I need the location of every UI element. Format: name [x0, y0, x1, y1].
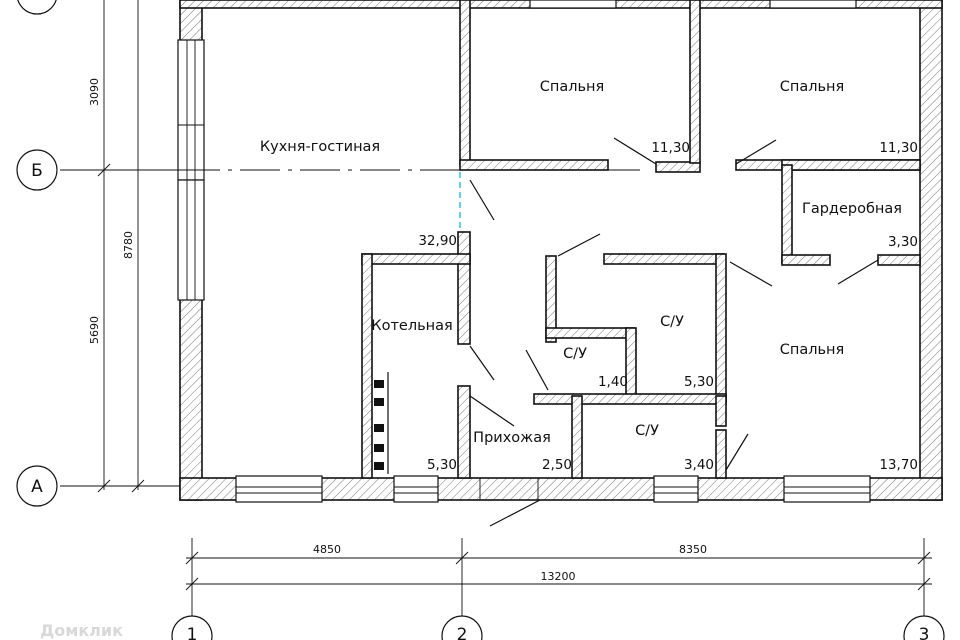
windows-top: [529, 0, 857, 9]
dim-total-vertical: 8780: [122, 231, 135, 259]
windows-left: [177, 39, 205, 301]
window-bedroom1-top: [529, 0, 617, 9]
axis-bubble-col-1: [171, 615, 213, 640]
wall-bath-center-right: [715, 253, 727, 403]
door-kitchen: [469, 179, 495, 221]
wall-boiler-left: [361, 253, 373, 479]
doors: [459, 137, 879, 527]
dim-total-horizontal: 13200: [541, 570, 576, 583]
area-hallway: 2,50: [542, 457, 572, 473]
window-bedroom3-bottom: [783, 475, 871, 503]
interior-walls: [361, 0, 921, 479]
axis-label-col-2: 2: [457, 625, 468, 640]
door-wardrobe: [837, 259, 879, 285]
room-bathroom-3: С/У: [635, 423, 659, 439]
watermark-logo: Домклик: [40, 621, 123, 640]
dim-left-span: 4850: [313, 543, 341, 556]
axis-bubble-row-top: [17, 0, 57, 15]
wall-hall-left-lower: [457, 385, 471, 479]
axis-label-row-top: В: [31, 0, 43, 5]
door-hallway-inner: [469, 395, 515, 427]
wall-bedroom1-bottom: [459, 159, 609, 171]
axis-label-col-1: 1: [187, 625, 198, 640]
windows-bottom: [235, 475, 871, 503]
door-bedroom3: [729, 261, 773, 287]
vertical-dimensions: 3090 5690 8780: [88, 0, 180, 493]
room-bathroom-1: С/У: [563, 346, 587, 362]
door-entrance: [489, 499, 541, 527]
wall-bath-bottom-right: [715, 395, 727, 427]
horizontal-dimensions: 4850 8350 13200: [185, 543, 932, 591]
room-bathroom-2: С/У: [660, 314, 684, 330]
area-bathroom-2: 5,30: [684, 374, 714, 390]
wall-boiler-top: [361, 253, 471, 265]
area-labels: 32,90 11,30 11,30 3,30 5,30 2,50 1,40 5,…: [418, 140, 918, 473]
axis-label-row-bottom: А: [31, 477, 43, 497]
door-bedroom2: [735, 139, 777, 165]
wall-bath-small-left: [545, 255, 557, 343]
outer-walls: [179, 0, 943, 501]
wall-kitchen-bedroom: [459, 0, 471, 166]
area-bathroom-3: 3,40: [684, 457, 714, 473]
wall-bedroom3-left: [715, 429, 727, 479]
wall-right: [919, 0, 943, 501]
room-hallway: Прихожая: [473, 430, 551, 446]
wall-bath-row: [533, 393, 727, 405]
room-bedroom-2: Спальня: [780, 79, 845, 95]
room-bedroom-1: Спальня: [540, 79, 605, 95]
wall-bedroom1-door-stub: [655, 161, 701, 173]
wall-bottom: [179, 477, 943, 501]
wall-hallway-right: [571, 395, 583, 479]
window-bedroom2-top: [769, 0, 857, 9]
axis-bubble-row-middle: [16, 149, 58, 191]
area-bedroom-2: 11,30: [879, 140, 918, 156]
window-kitchen-bottom: [235, 475, 323, 503]
area-kitchen-living: 32,90: [418, 233, 457, 249]
window-bath-bottom: [653, 475, 699, 503]
boiler-equipment: [374, 372, 389, 474]
wall-wardrobe-left: [781, 164, 793, 264]
window-left-lower: [177, 179, 205, 301]
axis-bubble-col-3: [903, 615, 945, 640]
door-small-bath: [557, 233, 601, 257]
dim-right-span: 8350: [679, 543, 707, 556]
room-labels: Кухня-гостиная Спальня Спальня Гардеробн…: [260, 79, 902, 446]
window-boiler-bottom: [393, 475, 439, 503]
door-bath-wc: [525, 349, 549, 391]
room-boiler: Котельная: [371, 318, 452, 334]
wall-hall-left-upper: [457, 231, 471, 345]
area-bedroom-3: 13,70: [879, 457, 918, 473]
wall-bath-center-top: [603, 253, 725, 265]
area-boiler: 5,30: [427, 457, 457, 473]
room-bedroom-3: Спальня: [780, 342, 845, 358]
wall-bedrooms-divider: [689, 0, 701, 164]
room-wardrobe: Гардеробная: [802, 201, 902, 217]
axis-bubble-col-2: [441, 615, 483, 640]
dim-top-segment: 3090: [88, 78, 101, 106]
door-bath-bottom: [725, 433, 749, 471]
area-wardrobe: 3,30: [888, 234, 918, 250]
wall-wardrobe-bottom-r: [877, 254, 921, 266]
window-left-upper: [177, 39, 205, 181]
axis-label-row-middle: Б: [31, 161, 43, 181]
dim-bottom-segment: 5690: [88, 316, 101, 344]
door-boiler: [469, 345, 495, 381]
wall-bath-small-mid: [545, 327, 635, 339]
door-bedroom1: [613, 137, 657, 165]
wall-wardrobe-bottom-l: [781, 254, 831, 266]
room-kitchen-living: Кухня-гостиная: [260, 139, 380, 155]
area-bedroom-1: 11,30: [651, 140, 690, 156]
axis-markers: В Б А 1 2 3: [16, 0, 945, 640]
area-bathroom-1: 1,40: [598, 374, 628, 390]
wall-wardrobe-top: [781, 159, 921, 171]
axis-label-col-3: 3: [919, 625, 930, 640]
axis-bubble-row-bottom: [16, 465, 58, 507]
